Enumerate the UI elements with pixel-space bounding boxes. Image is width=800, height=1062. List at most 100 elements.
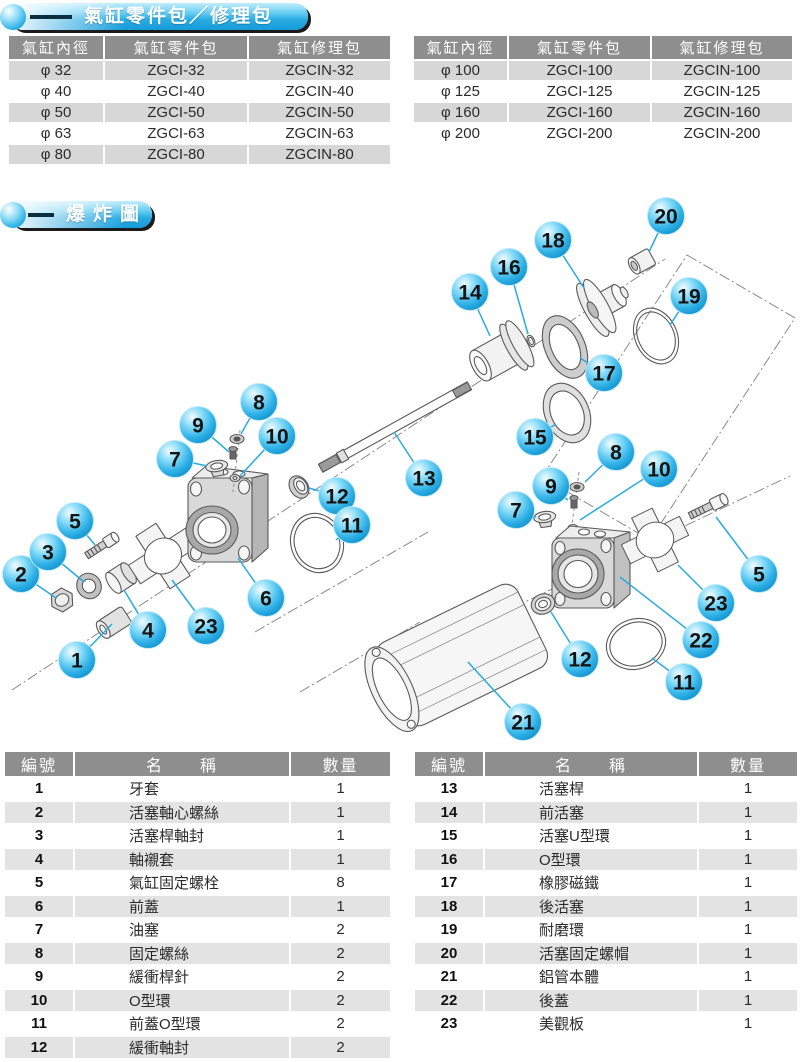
balloon-5: 5 (740, 555, 778, 593)
part-front-cover (185, 465, 269, 563)
part-o-ring-small (229, 473, 241, 483)
table-cell: 後蓋 (483, 987, 699, 1013)
svg-text:14: 14 (458, 282, 482, 305)
table-cell: 1 (697, 987, 799, 1013)
svg-text:10: 10 (265, 426, 288, 449)
svg-text:23: 23 (704, 593, 727, 616)
part-wear-ring (632, 307, 680, 365)
table-cell: φ 80 (7, 143, 105, 166)
table-header-row: 氣缸內徑 氣缸零件包 氣缸修理包 (412, 36, 794, 61)
part-rubber-magnet (541, 315, 589, 379)
part-oil-plug (533, 510, 557, 529)
sphere-bullet-icon (0, 202, 26, 228)
table-cell: φ 125 (412, 80, 509, 103)
table-cell: ZGCI-80 (103, 143, 249, 166)
table-cell: 20 (413, 940, 485, 966)
svg-text:2: 2 (15, 564, 27, 587)
part-front-piston (469, 320, 535, 382)
table-cell: 16 (413, 846, 485, 872)
table-cell: 1 (697, 823, 799, 849)
section-header-exploded: 爆炸圖 (0, 201, 160, 228)
table-cell: ZGCI-160 (507, 101, 652, 124)
balloon-6: 6 (247, 579, 285, 617)
table-cell: φ 40 (7, 80, 105, 103)
balloon-8: 8 (240, 383, 278, 421)
svg-text:11: 11 (673, 672, 696, 695)
banner-dash-line (28, 213, 54, 217)
balloon-8: 8 (597, 433, 635, 471)
table-cell: 1 (289, 799, 392, 825)
balloon-11: 11 (333, 506, 371, 544)
table-cell: 8 (3, 940, 75, 966)
section-header-kits: 氣缸零件包／修理包 (0, 3, 310, 30)
svg-text:11: 11 (341, 515, 364, 538)
table-cell: φ 160 (412, 101, 509, 124)
table-cell: 1 (289, 893, 392, 919)
table-cell: 軸襯套 (73, 846, 291, 872)
table-cell: 固定螺絲 (73, 940, 291, 966)
part-mounting-bolt (687, 493, 729, 520)
balloon-23: 23 (697, 584, 735, 622)
balloon-12: 12 (561, 640, 599, 678)
table-cell: 17 (413, 870, 485, 896)
table-cell: 6 (3, 893, 75, 919)
table-cell: φ 200 (412, 122, 509, 145)
balloon-18: 18 (534, 221, 572, 259)
part-oil-plug (205, 459, 229, 478)
balloon-3: 3 (29, 533, 67, 571)
part-set-screw (229, 433, 245, 445)
table-cell: 18 (413, 893, 485, 919)
table-cell: 1 (697, 870, 799, 896)
part-rear-piston (576, 278, 629, 337)
table-cell: O型環 (73, 987, 291, 1013)
balloon-7: 7 (497, 491, 535, 529)
table-cell: 12 (3, 1034, 75, 1060)
table-header-row: 編號 名 稱 數量 (413, 752, 799, 778)
table-cell: 牙套 (73, 776, 291, 802)
svg-text:15: 15 (523, 427, 547, 450)
part-shaft-bushing (105, 562, 137, 594)
svg-text:9: 9 (192, 415, 204, 438)
table-cell: φ 32 (7, 59, 105, 82)
balloon-12: 12 (318, 477, 356, 515)
svg-text:20: 20 (654, 206, 677, 229)
part-piston-u-ring (542, 382, 592, 444)
part-tube-body (364, 583, 549, 733)
table-cell: 21 (413, 964, 485, 990)
table-cell: 11 (3, 1011, 75, 1037)
table-cell: 美觀板 (483, 1011, 699, 1037)
table-cell: φ 100 (412, 59, 509, 82)
table-cell: 1 (697, 917, 799, 943)
table-cell: ZGCIN-50 (247, 101, 392, 124)
table-cell: ZGCIN-80 (247, 143, 392, 166)
balloon-14: 14 (451, 273, 489, 311)
table-cell: 5 (3, 870, 75, 896)
col-header: 數量 (289, 752, 392, 778)
table-cell: 前蓋 (73, 893, 291, 919)
svg-text:9: 9 (545, 476, 557, 499)
balloon-labels: 1234523679810121113141618201917158109752… (2, 197, 778, 741)
balloon-21: 21 (504, 703, 542, 741)
table-cell: ZGCI-125 (507, 80, 652, 103)
table-cell: φ 63 (7, 122, 105, 145)
part-cushion-needle (228, 445, 238, 460)
table-cell: 3 (3, 823, 75, 849)
